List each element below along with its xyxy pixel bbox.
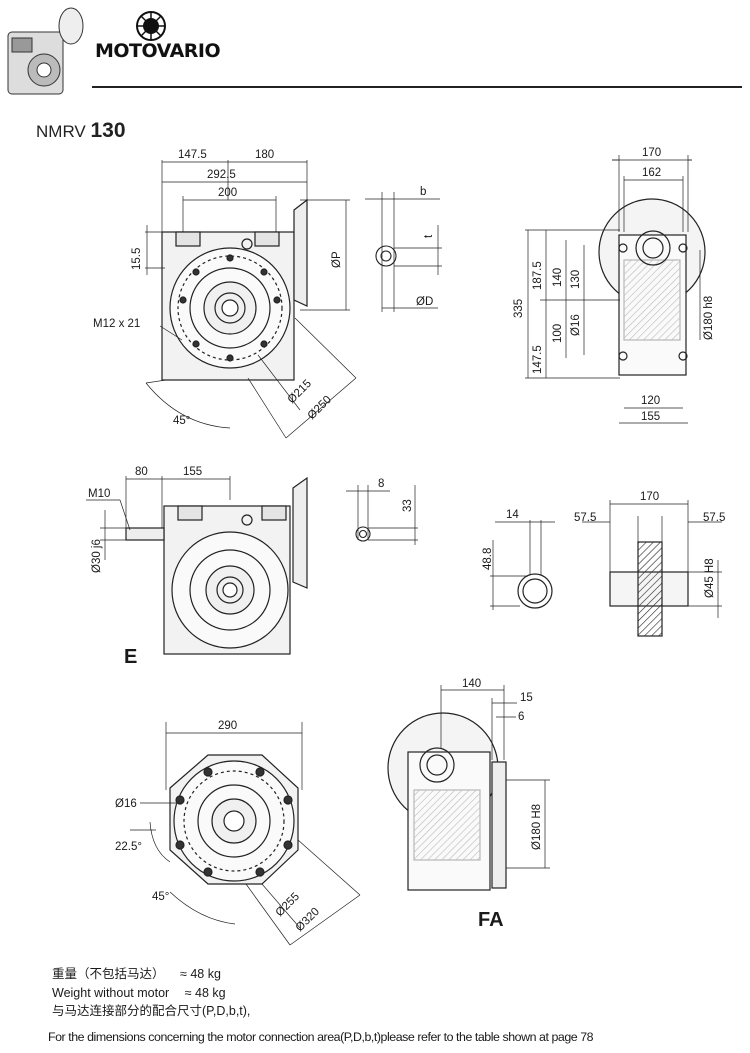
side-view bbox=[525, 155, 706, 424]
dim-side-120: 120 bbox=[641, 395, 660, 407]
dim-bore-14: 14 bbox=[506, 509, 519, 521]
dim-ff-d16: Ø16 bbox=[115, 798, 137, 810]
dim-front-m12: M12 x 21 bbox=[93, 318, 140, 330]
view-label-fa: FA bbox=[478, 909, 504, 931]
model-title: NMRV 130 bbox=[36, 119, 126, 143]
weight-en-label: Weight without motor bbox=[52, 985, 170, 1000]
weight-en-value: ≈ 48 kg bbox=[184, 985, 226, 1000]
dim-key-8: 8 bbox=[378, 478, 384, 490]
connection-note-cn: 与马达连接部分的配合尺寸(P,D,b,t), bbox=[52, 1004, 251, 1018]
page-reference-footnote: For the dimensions concerning the motor … bbox=[48, 1030, 594, 1044]
dim-side-d16: Ø16 bbox=[570, 314, 582, 336]
dim-flange-od: ØD bbox=[416, 296, 433, 308]
dim-input-155: 155 bbox=[183, 466, 202, 478]
flange-front-view bbox=[130, 722, 361, 946]
dim-front-dp: ØP bbox=[331, 251, 343, 268]
hollow-bore-view bbox=[490, 520, 555, 610]
dim-front-45deg: 45° bbox=[173, 415, 190, 427]
dim-front-200: 200 bbox=[218, 187, 237, 199]
dim-side-147-5: 147.5 bbox=[532, 345, 544, 374]
dim-front-d215: Ø215 bbox=[286, 378, 314, 406]
dim-side-187-5: 187.5 bbox=[532, 261, 544, 290]
dim-side-162: 162 bbox=[642, 167, 661, 179]
motor-flange-view bbox=[365, 192, 442, 312]
weight-cn-value: ≈ 48 kg bbox=[180, 967, 221, 981]
dim-front-15-5: 15.5 bbox=[131, 248, 143, 270]
dim-flange-t: t bbox=[423, 234, 435, 238]
dim-ff-45deg: 45° bbox=[152, 891, 169, 903]
dim-side-d180h8: Ø180 h8 bbox=[703, 296, 715, 340]
view-labels: E FA bbox=[124, 646, 504, 931]
dim-side-155: 155 bbox=[641, 411, 660, 423]
motovario-logo-icon bbox=[136, 11, 166, 41]
dim-fs-6: 6 bbox=[518, 711, 524, 723]
dim-key-33: 33 bbox=[402, 499, 414, 512]
flange-side-view bbox=[387, 685, 550, 891]
dim-front-147-5: 147.5 bbox=[178, 149, 207, 161]
gearbox-thumbnail-icon bbox=[7, 7, 84, 95]
weight-note-en: Weight without motor ≈ 48 kg bbox=[52, 984, 250, 1003]
dim-ff-22-5deg: 22.5° bbox=[115, 841, 142, 853]
dim-front-292-5: 292.5 bbox=[207, 169, 236, 181]
model-prefix: NMRV bbox=[36, 122, 86, 141]
dim-side-170: 170 bbox=[642, 147, 661, 159]
dim-fs-140: 140 bbox=[462, 678, 481, 690]
dim-fs-15: 15 bbox=[520, 692, 533, 704]
dim-side-100: 100 bbox=[552, 324, 564, 343]
hollow-shaft-view bbox=[582, 500, 722, 637]
weight-notes: 重量（不包括马达） ≈ 48 kg Weight without motor ≈… bbox=[52, 965, 250, 1021]
dim-front-d250: Ø250 bbox=[306, 394, 334, 422]
key-detail-view bbox=[346, 485, 418, 545]
dim-shaft-57-5-left: 57.5 bbox=[574, 512, 596, 524]
input-shaft-view bbox=[86, 476, 308, 655]
view-label-e: E bbox=[124, 646, 137, 668]
dim-ff-290: 290 bbox=[218, 720, 237, 732]
weight-note-cn: 重量（不包括马达） ≈ 48 kg bbox=[52, 965, 250, 984]
dim-shaft-57-5-right: 57.5 bbox=[703, 512, 725, 524]
dim-shaft-d45h8: Ø45 H8 bbox=[704, 558, 716, 598]
dim-side-335: 335 bbox=[513, 299, 525, 318]
brand-name: MOTOVARIO bbox=[95, 40, 221, 62]
dim-shaft-170: 170 bbox=[640, 491, 659, 503]
model-number: 130 bbox=[90, 119, 126, 142]
dim-input-m10: M10 bbox=[88, 488, 110, 500]
dim-flange-b: b bbox=[420, 186, 426, 198]
front-view bbox=[145, 160, 357, 439]
dim-input-80: 80 bbox=[135, 466, 148, 478]
header-divider bbox=[92, 86, 742, 88]
dim-bore-48-8: 48.8 bbox=[482, 548, 494, 570]
dim-input-d30j6: Ø30 j6 bbox=[91, 539, 103, 573]
dim-ff-d320: Ø320 bbox=[294, 906, 322, 934]
dim-side-140: 140 bbox=[552, 268, 564, 287]
weight-cn-label: 重量（不包括马达） bbox=[52, 967, 165, 981]
dim-front-180: 180 bbox=[255, 149, 274, 161]
dim-side-130: 130 bbox=[570, 270, 582, 289]
dim-fs-d180h8: Ø180 H8 bbox=[531, 804, 543, 850]
dim-ff-d255: Ø255 bbox=[274, 891, 302, 919]
